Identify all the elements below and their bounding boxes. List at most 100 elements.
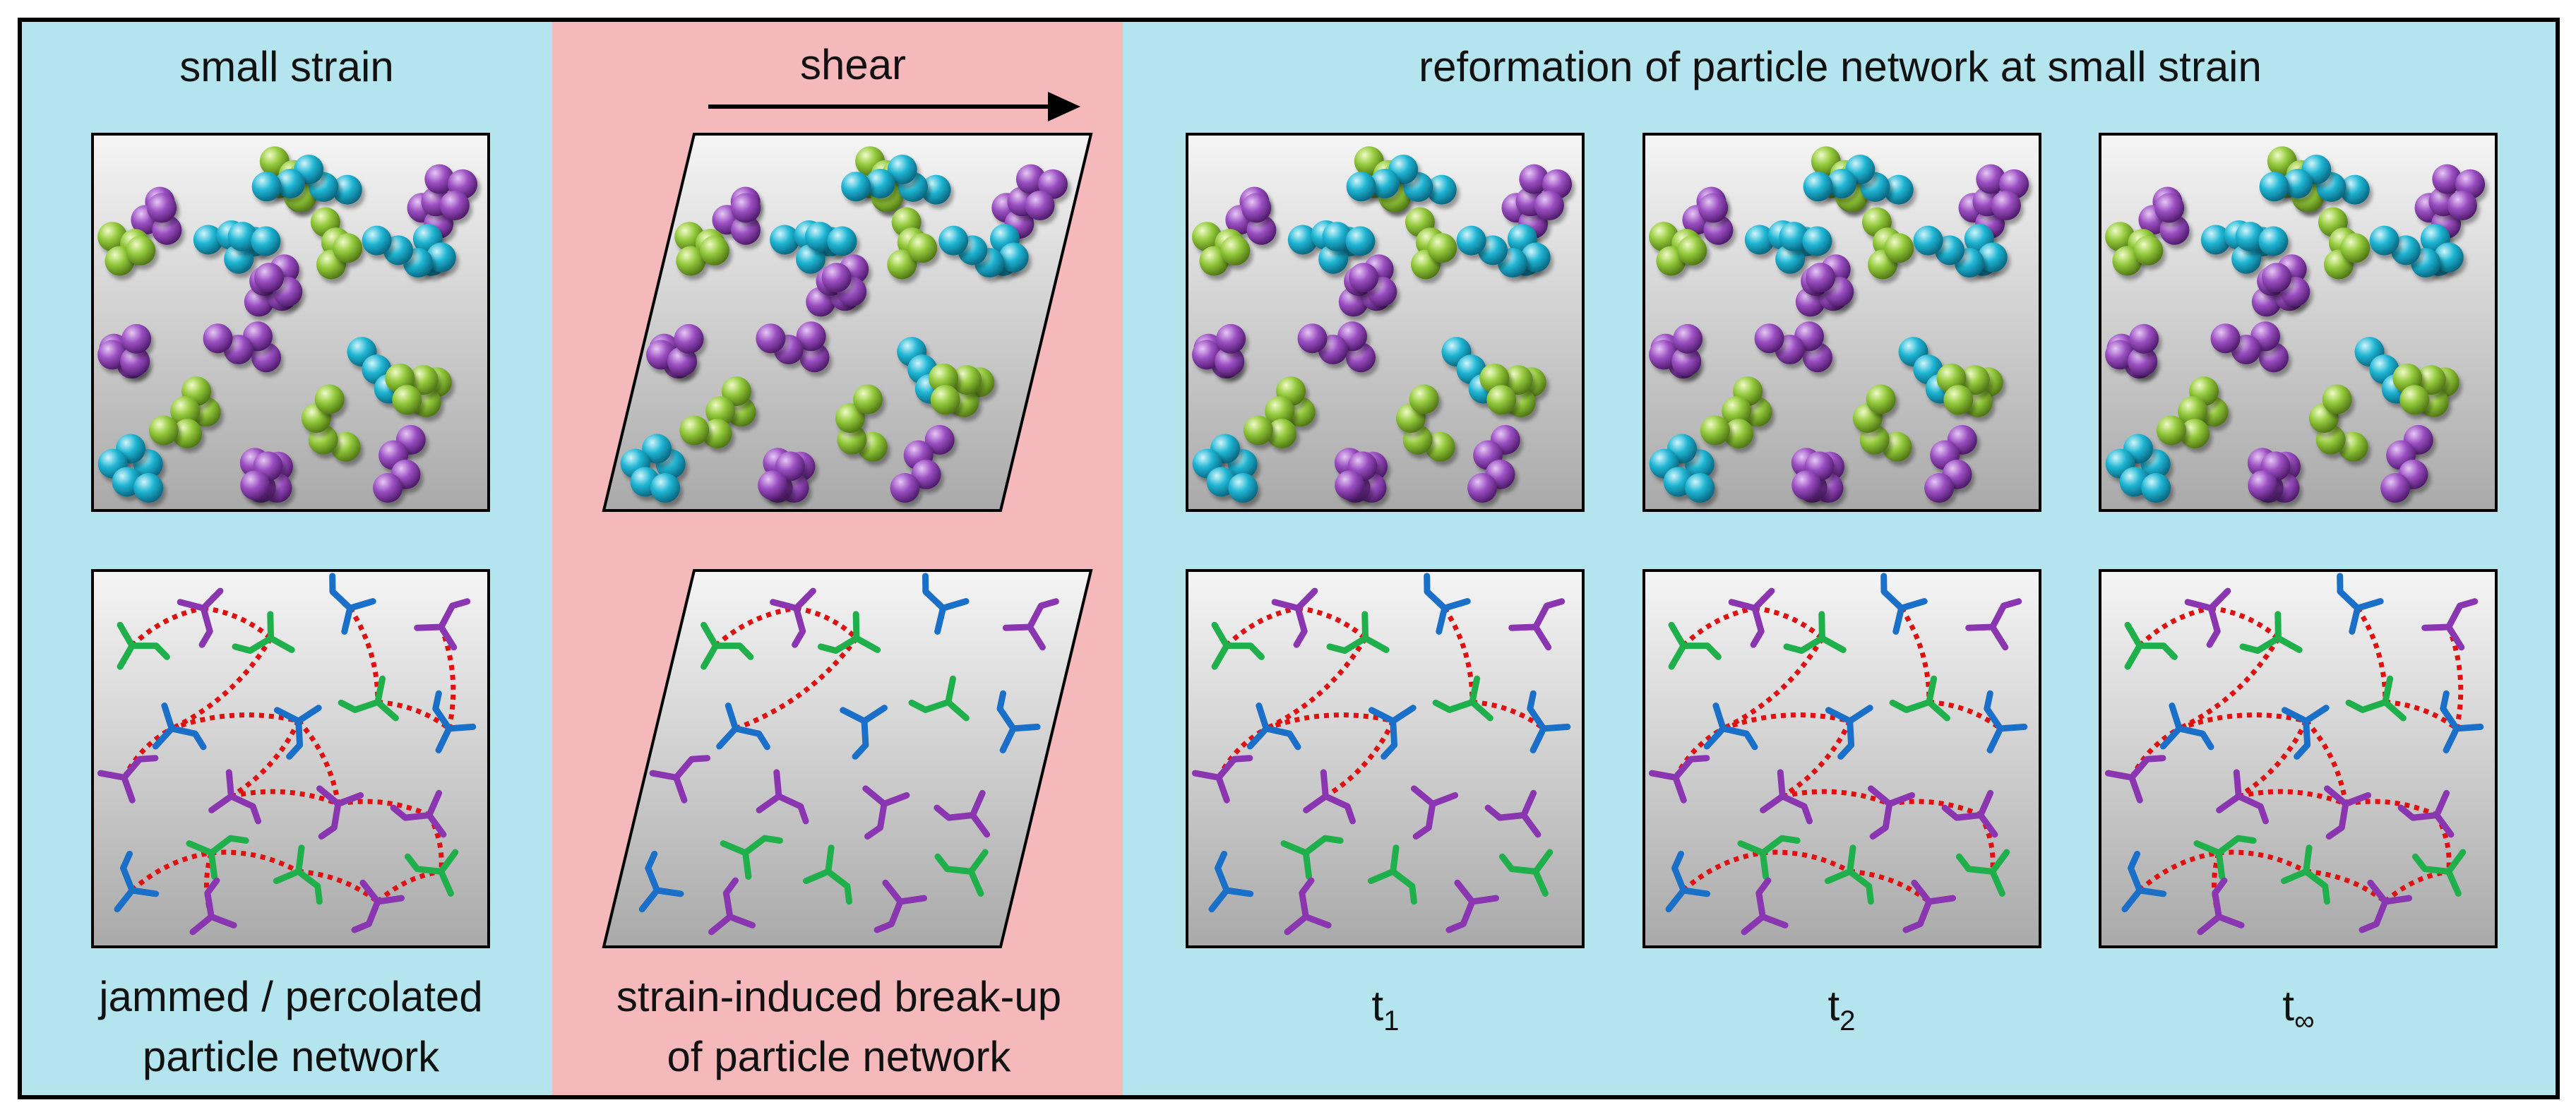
particle [1456,225,1486,256]
bond-line [211,849,300,874]
particle [1426,174,1457,205]
particle [2447,191,2477,220]
particle [1991,191,2021,220]
bond-line [795,605,859,640]
particle [1883,174,1914,205]
network-molecule [390,789,447,838]
network-molecule [1648,755,1710,804]
particle [424,164,455,194]
network-molecule [2440,690,2484,753]
bond-line [2434,813,2452,872]
particle [702,419,732,449]
network-molecule [351,879,405,933]
particle [251,226,281,256]
particle [2133,235,2164,265]
particle [251,172,282,202]
particle-box-t1 [1186,133,1585,512]
particle [907,233,938,263]
network-molecule [1411,785,1459,840]
particle [2369,225,2399,256]
network-molecule [1211,621,1265,670]
network-molecule [934,849,989,897]
network-molecule [2197,877,2245,936]
particle [770,225,800,255]
particle [1671,346,1702,376]
particle [1467,473,1498,503]
network-molecule [2337,573,2384,635]
title-small-strain: small strain [179,43,393,90]
network-molecule [338,675,399,722]
particle [1744,225,1775,255]
particle [275,169,305,198]
network-molecule [2124,621,2178,670]
particle [2433,242,2464,273]
particle [721,376,751,407]
particle [1322,222,1352,252]
network-molecule [1508,598,1566,651]
particle [147,193,177,223]
network-box-percolated [91,569,490,948]
caption-percolated-line2: particle network [143,1033,440,1080]
particle [2416,365,2446,395]
particle [835,403,865,434]
network-molecule [1424,573,1471,635]
network-molecule [2216,769,2269,825]
network-molecule [908,675,970,722]
particle [674,323,704,354]
bond-line [229,719,301,799]
particle [362,225,392,256]
particle [1038,169,1068,199]
particle [2248,470,2278,501]
particle [2105,340,2135,370]
particle [1220,235,1251,265]
bond-line [170,637,273,731]
particle [170,396,201,426]
particle [2262,263,2291,293]
particle [254,263,284,293]
particle [392,385,422,415]
particle [676,246,706,276]
network-molecule [316,785,364,840]
particle [1267,419,1297,449]
network-molecule [2280,844,2330,905]
network-molecule [177,587,224,648]
network-molecule [700,621,754,670]
particle [172,419,203,449]
network-molecule [404,849,459,897]
particle [1534,191,1564,220]
particle [1754,323,1784,354]
bond-line [1681,850,1763,892]
particle [731,215,761,245]
particle [1976,164,2006,194]
particle [1318,244,1349,274]
network-molecule [1498,849,1554,897]
particle [853,384,883,414]
network-molecule [1271,587,1318,648]
particle [224,244,254,274]
network-molecule [1965,598,2022,651]
network-molecule [996,690,1041,753]
network-box-t1 [1186,569,1585,948]
particle [2338,431,2368,462]
particle [2339,174,2370,205]
network-molecule [1665,850,1711,913]
network-molecule [152,703,207,751]
bond-line [1781,719,1852,799]
network-molecule [1002,598,1059,651]
bond-line [1849,868,1931,904]
network-molecule [2193,835,2257,880]
network-box-t2 [1642,569,2041,948]
bond-line [1899,607,1932,703]
particle [1775,244,1806,274]
particle [929,363,959,393]
particle [1025,191,1055,220]
network-molecule [2359,879,2413,933]
particle-box-small-strain [91,133,490,512]
network-molecule [649,755,711,804]
particle [426,242,456,273]
particle [2128,346,2158,376]
network-molecule [1825,705,1873,760]
network-molecule [817,611,881,654]
particle [203,323,233,354]
particle [921,174,951,205]
